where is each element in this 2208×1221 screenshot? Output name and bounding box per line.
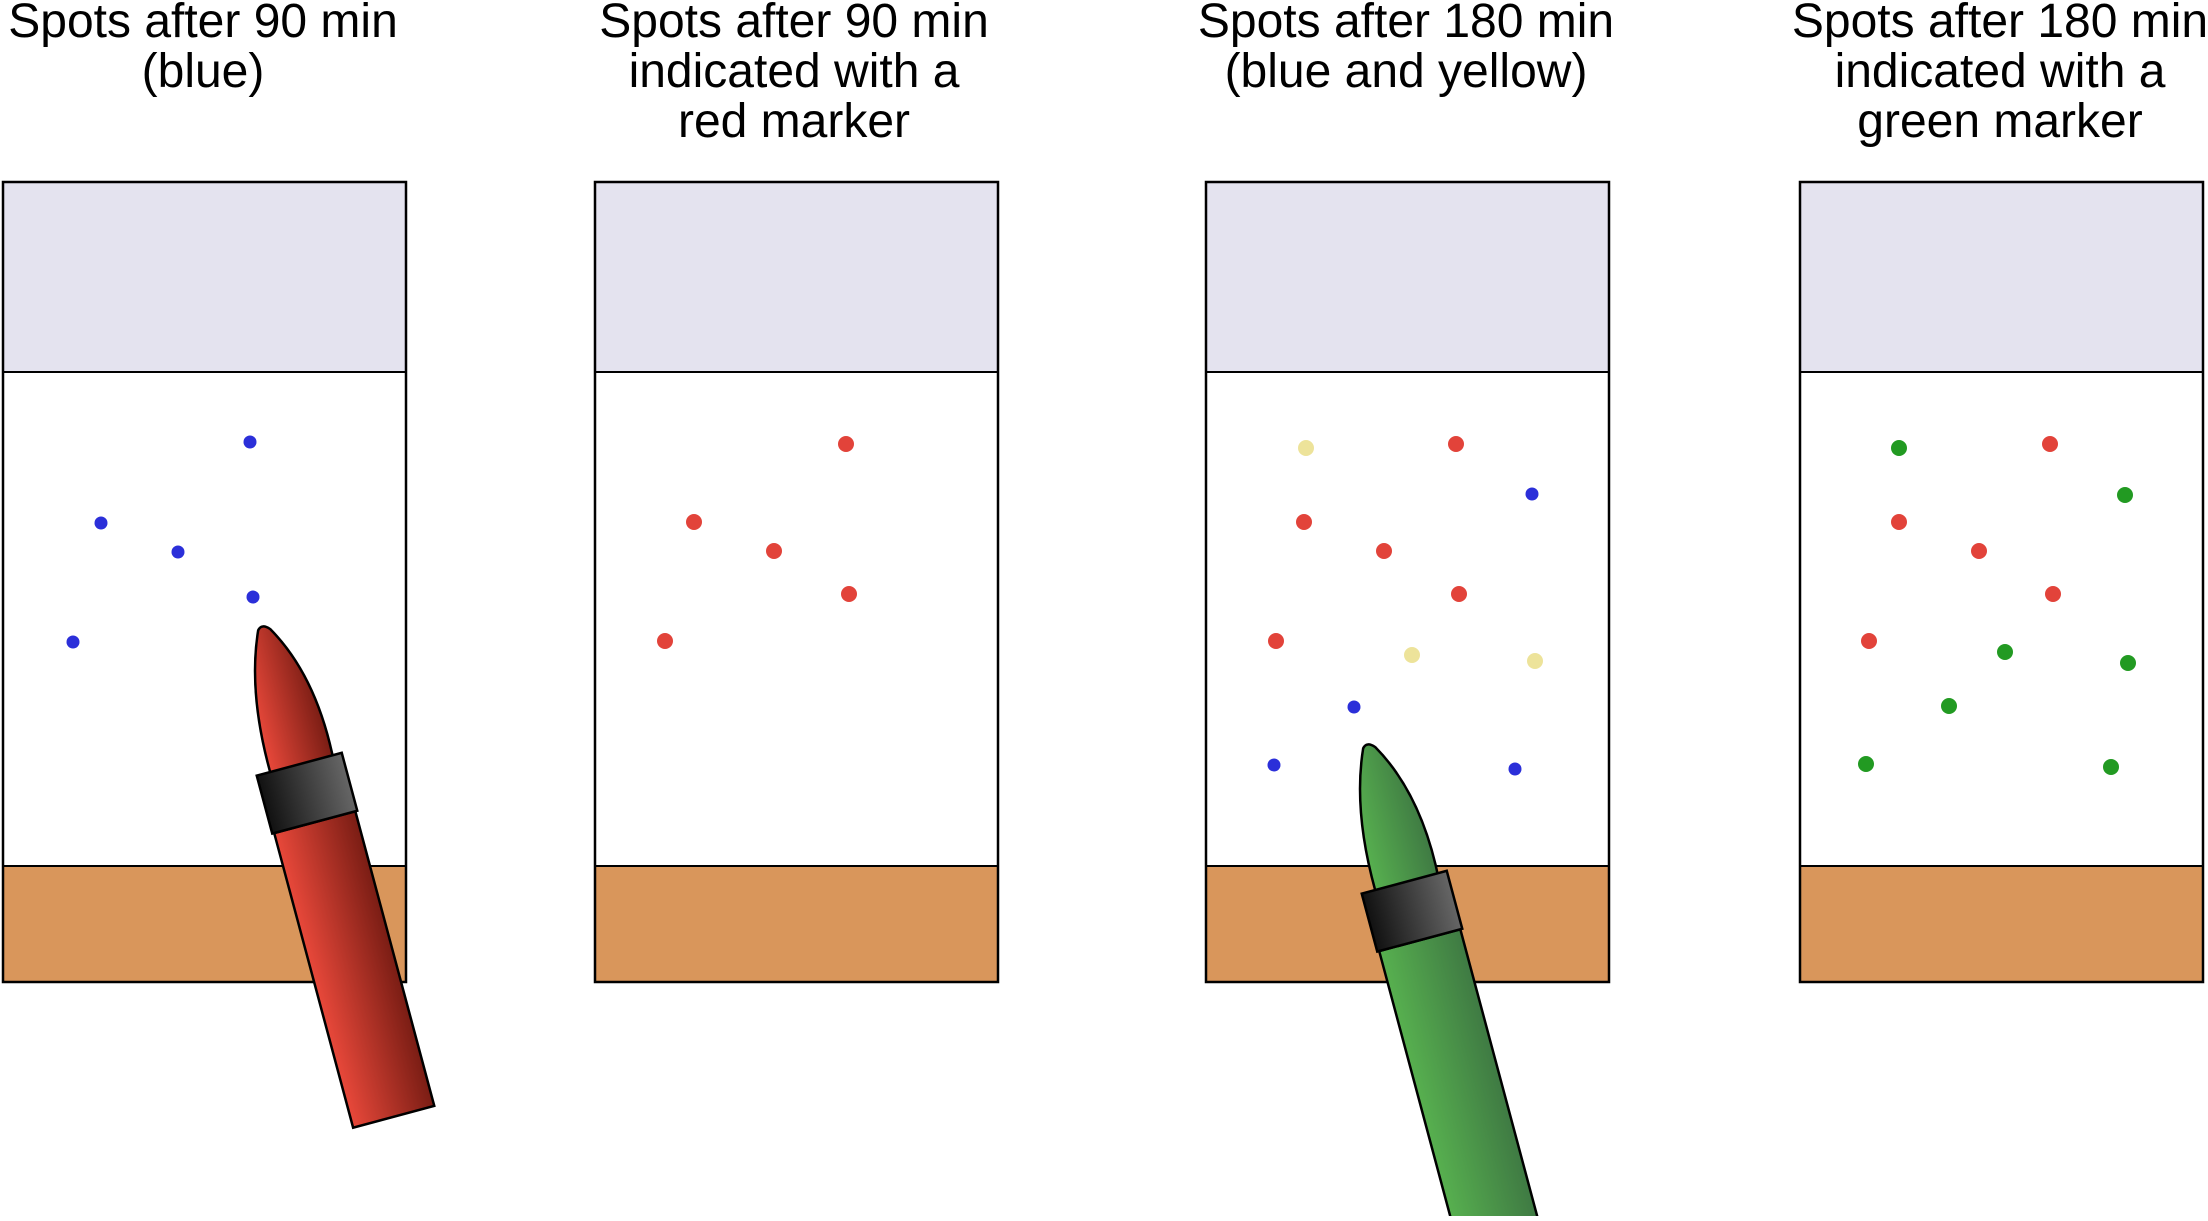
panel-4-title-line-1: Spots after 180 min [1791,0,2208,48]
marker-collar [255,751,359,836]
green-marker-pen [1358,743,1541,1221]
spot-red [1451,586,1467,602]
spot-green [2120,655,2136,671]
panel-4-title-line-3: green marker [1857,95,2143,148]
panel-1-title-line-2: (blue) [141,45,265,98]
plate-top-band [1206,182,1609,372]
spot-red [2042,436,2058,452]
panel-3-title-line-1: Spots after 180 min [1197,0,1615,48]
plate-body [1800,372,2203,866]
marker-tip [1358,743,1441,900]
spot-red [1376,543,1392,559]
plate-base-band [1800,866,2203,982]
plate-body [1206,372,1609,866]
spot-red [1296,514,1312,530]
spot-red [1891,514,1907,530]
spot-green [1891,440,1907,456]
spot-red [657,633,673,649]
red-marker-pen [253,625,436,1130]
spot-blue [246,590,260,604]
spot-yellow [1404,647,1420,663]
spot-red [686,514,702,530]
markers-layer [253,625,1541,1221]
spot-yellow [1527,653,1543,669]
tlc-plate-3 [1204,180,1611,984]
spot-blue [94,516,108,530]
plate-outline [1798,180,2205,984]
spot-red [1448,436,1464,452]
panel-4-title: Spots after 180 min indicated with a gre… [1740,0,2208,147]
marker-collar [1360,869,1464,954]
spot-red [1971,543,1987,559]
plate-top-band [595,182,998,372]
panel-4-title-line-2: indicated with a [1834,45,2166,98]
panel-1-title-line-1: Spots after 90 min [8,0,398,48]
tlc-plate-2 [593,180,1000,984]
panel-3-title-line-2: (blue and yellow) [1224,45,1588,98]
spot-blue [243,435,257,449]
spot-green [2117,487,2133,503]
plate-outline [593,180,1000,984]
spot-blue [171,545,185,559]
spot-blue [1525,487,1539,501]
plate-top-band [3,182,406,372]
spot-blue [1347,700,1361,714]
panel-1-title: Spots after 90 min (blue) [0,0,463,97]
spot-red [2045,586,2061,602]
spot-blue [66,635,80,649]
spot-green [2103,759,2119,775]
spot-green [1997,644,2013,660]
plates-layer [1,180,2205,984]
plate-top-band [1800,182,2203,372]
spot-green [1941,698,1957,714]
tlc-plate-4 [1798,180,2205,984]
spot-red [766,543,782,559]
panel-3-title: Spots after 180 min (blue and yellow) [1146,0,1666,97]
panel-2-title-line-2: indicated with a [628,45,960,98]
plate-base-band [595,866,998,982]
panel-2-title: Spots after 90 min indicated with a red … [534,0,1054,147]
spot-red [1861,633,1877,649]
spot-red [838,436,854,452]
marker-tip [253,625,336,782]
spot-blue [1508,762,1522,776]
spot-red [841,586,857,602]
spot-green [1858,756,1874,772]
spot-yellow [1298,440,1314,456]
plate-body [595,372,998,866]
spot-blue [1267,758,1281,772]
spot-red [1268,633,1284,649]
panel-2-title-line-1: Spots after 90 min [599,0,989,48]
panel-2-title-line-3: red marker [677,95,911,148]
plate-outline [1,180,408,984]
